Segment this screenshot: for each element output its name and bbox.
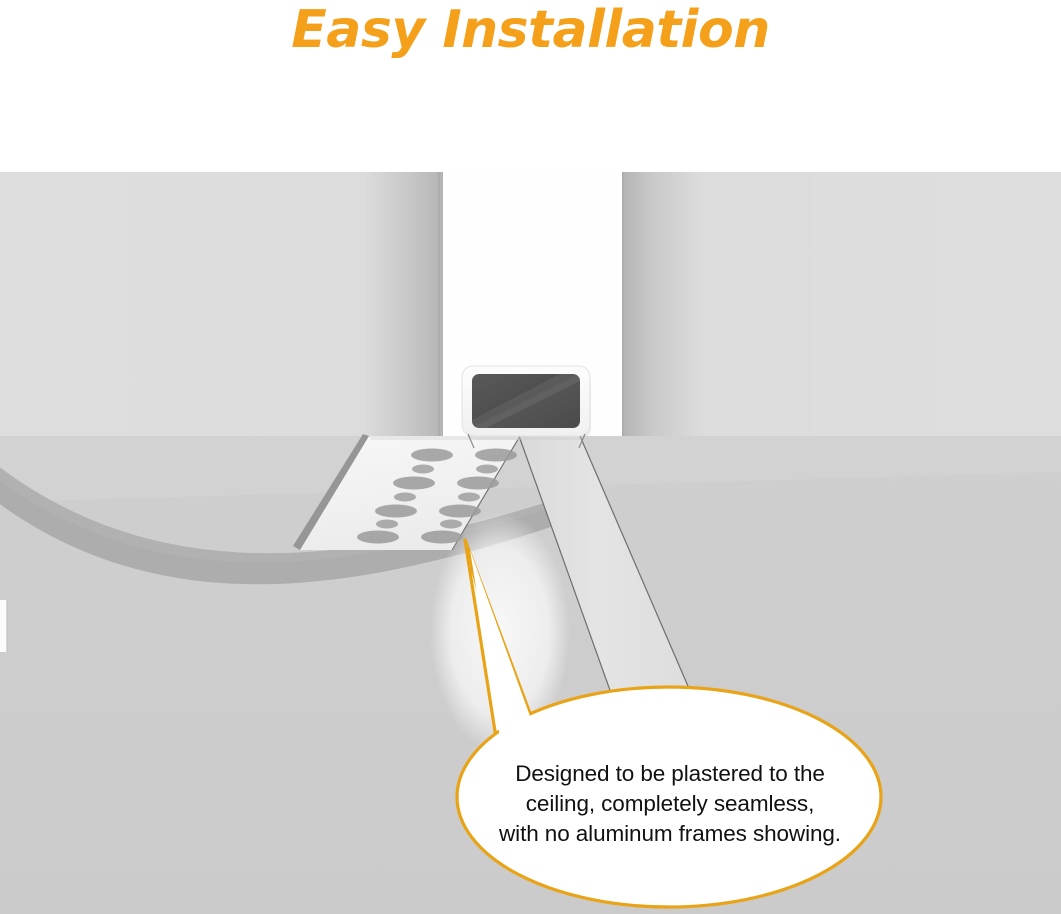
callout-bubble — [430, 512, 883, 909]
wall-panel-right-edge — [622, 172, 624, 436]
ceiling-left-notch-edge — [6, 600, 8, 652]
ceiling-left-notch — [0, 600, 7, 652]
wall-panel-left-edge — [438, 172, 440, 436]
plate-perforations — [357, 448, 517, 544]
plate-top-edge — [369, 436, 520, 440]
callout-ellipse — [455, 685, 883, 909]
fixture-lens — [472, 374, 580, 428]
wall-group — [0, 172, 1061, 436]
callout-tail-fill — [470, 550, 535, 738]
recessed-light-fixture — [461, 365, 591, 449]
fixture-clip-left — [467, 433, 475, 449]
light-strip-edge-right — [579, 435, 698, 708]
fixture-lens-highlight — [472, 374, 580, 428]
fixture-clip-right — [578, 433, 586, 449]
title-bar: Easy Installation — [0, 0, 1061, 172]
perforated-mounting-plate — [293, 434, 521, 551]
light-strip-edge-left — [518, 435, 617, 708]
wall-panel-right — [622, 172, 1061, 436]
plate-left-bevel — [293, 434, 369, 550]
ceiling-light-strip — [518, 435, 698, 708]
page-title: Easy Installation — [291, 0, 770, 60]
wall-panel-left — [0, 172, 443, 436]
installation-illustration — [0, 172, 1061, 914]
installation-scene: Designed to be plastered to the ceiling,… — [0, 172, 1061, 914]
